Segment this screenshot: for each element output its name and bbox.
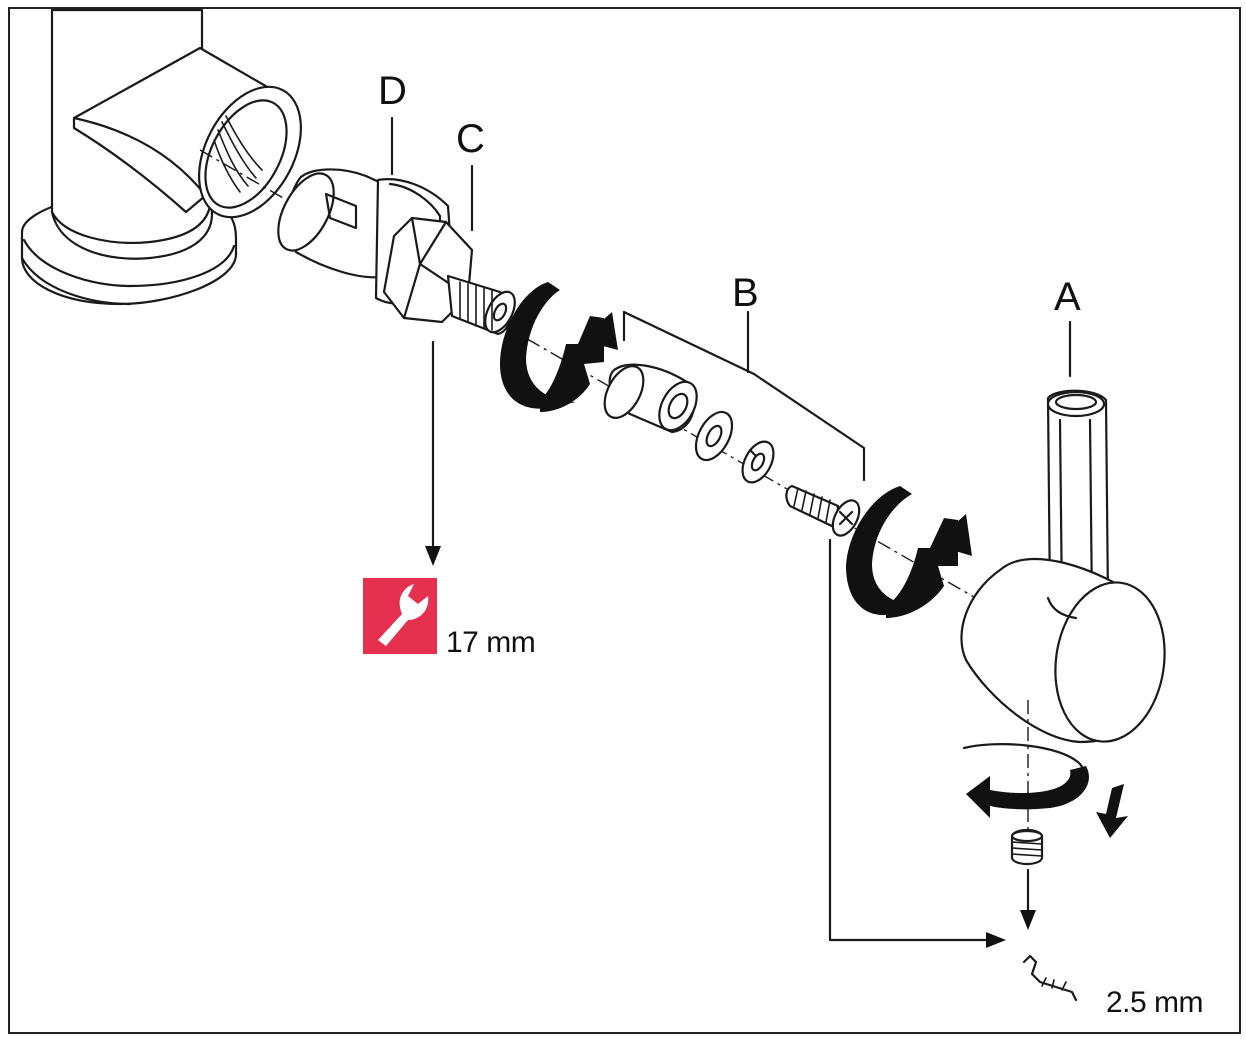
faucet-body [20, 8, 302, 306]
grub-leader-arrow [1020, 910, 1036, 930]
label-c: C [456, 117, 485, 161]
grub-screw [1010, 828, 1044, 866]
hex-key-icon [1022, 954, 1078, 1002]
cartridge-d [277, 168, 516, 336]
wrench-size-label: 17 mm [446, 626, 535, 659]
label-d: D [378, 69, 407, 113]
rotate-arrow-icon-3 [962, 743, 1089, 818]
hexkey-leader [828, 538, 992, 942]
rotate-arrow-icon-1 [500, 282, 618, 412]
wrench-leader-arrow [425, 546, 441, 566]
handle-a [960, 320, 1166, 744]
frame-border [8, 7, 1241, 1034]
label-a: A [1054, 275, 1081, 319]
hexkey-leader-arrow [986, 932, 1006, 948]
hex-key-size-label: 2.5 mm [1106, 986, 1203, 1019]
group-b [603, 310, 866, 537]
label-b: B [732, 271, 759, 315]
wrench-icon [363, 578, 437, 654]
rotate-arrow-icon-2 [846, 486, 972, 618]
down-arrow-icon [1096, 784, 1128, 838]
